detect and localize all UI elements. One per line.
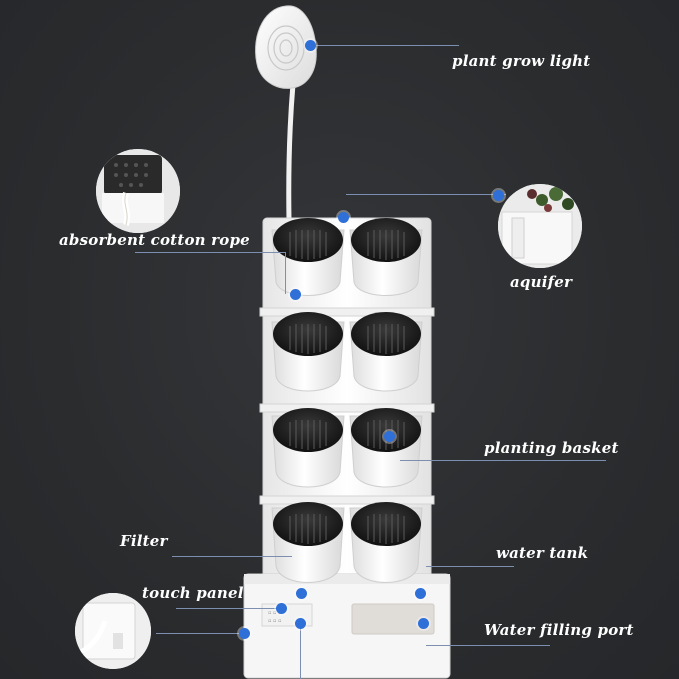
dot-water-tank: [415, 588, 426, 599]
dot-planting-basket: [384, 431, 395, 442]
pot-r3-right: [350, 408, 422, 487]
callout-line-aquifer: [346, 194, 506, 195]
callout-line-inset-touch: [156, 633, 244, 634]
dot-touch-panel: [276, 603, 287, 614]
pot-r2-left: [272, 312, 344, 391]
label-plant-grow-light: plant grow light: [452, 52, 590, 70]
touch-panel-inset: [75, 593, 151, 669]
pot-r1-left: [272, 218, 344, 296]
dot-filter: [296, 588, 307, 599]
label-water-filling-port: Water filling port: [484, 621, 634, 639]
label-touch-panel: touch panel: [142, 584, 244, 602]
cotton-rope-detail-icon: [96, 149, 180, 233]
pot-r4-left: [272, 502, 344, 583]
callout-line-filling-port: [426, 645, 550, 646]
pot-r4-right: [350, 502, 422, 583]
dot-filling-port: [418, 618, 429, 629]
callout-line-touch-panel: [176, 608, 282, 609]
label-water-tank: water tank: [496, 544, 588, 562]
callout-line-grow-light: [313, 45, 459, 46]
callout-line-filter: [172, 556, 292, 557]
dot-grow-light: [305, 40, 316, 51]
dot-aquifer: [338, 212, 349, 223]
label-planting-basket: planting basket: [484, 439, 619, 457]
label-aquifer: aquifer: [510, 273, 572, 291]
dot-panel-lower: [295, 618, 306, 629]
callout-line-water-tank: [426, 566, 514, 567]
aquifer-inset: [498, 184, 582, 268]
touch-panel-detail-icon: [75, 593, 151, 669]
pot-r1-right: [350, 218, 422, 296]
label-absorbent-cotton-rope: absorbent cotton rope: [59, 231, 250, 249]
dot-cotton-rope: [290, 289, 301, 300]
callout-vline-panel: [300, 624, 301, 679]
callout-line-cotton-rope: [135, 252, 285, 253]
pot-r3-left: [272, 408, 344, 487]
aquifer-detail-icon: [498, 184, 582, 268]
cotton-rope-inset: [96, 149, 180, 233]
callout-line-planting-basket: [400, 460, 606, 461]
dot-touch-inset: [239, 628, 250, 639]
pot-r2-right: [350, 312, 422, 391]
label-filter: Filter: [120, 532, 168, 550]
callout-vline-cotton-rope: [285, 252, 286, 294]
dot-aquifer-inset: [493, 190, 504, 201]
